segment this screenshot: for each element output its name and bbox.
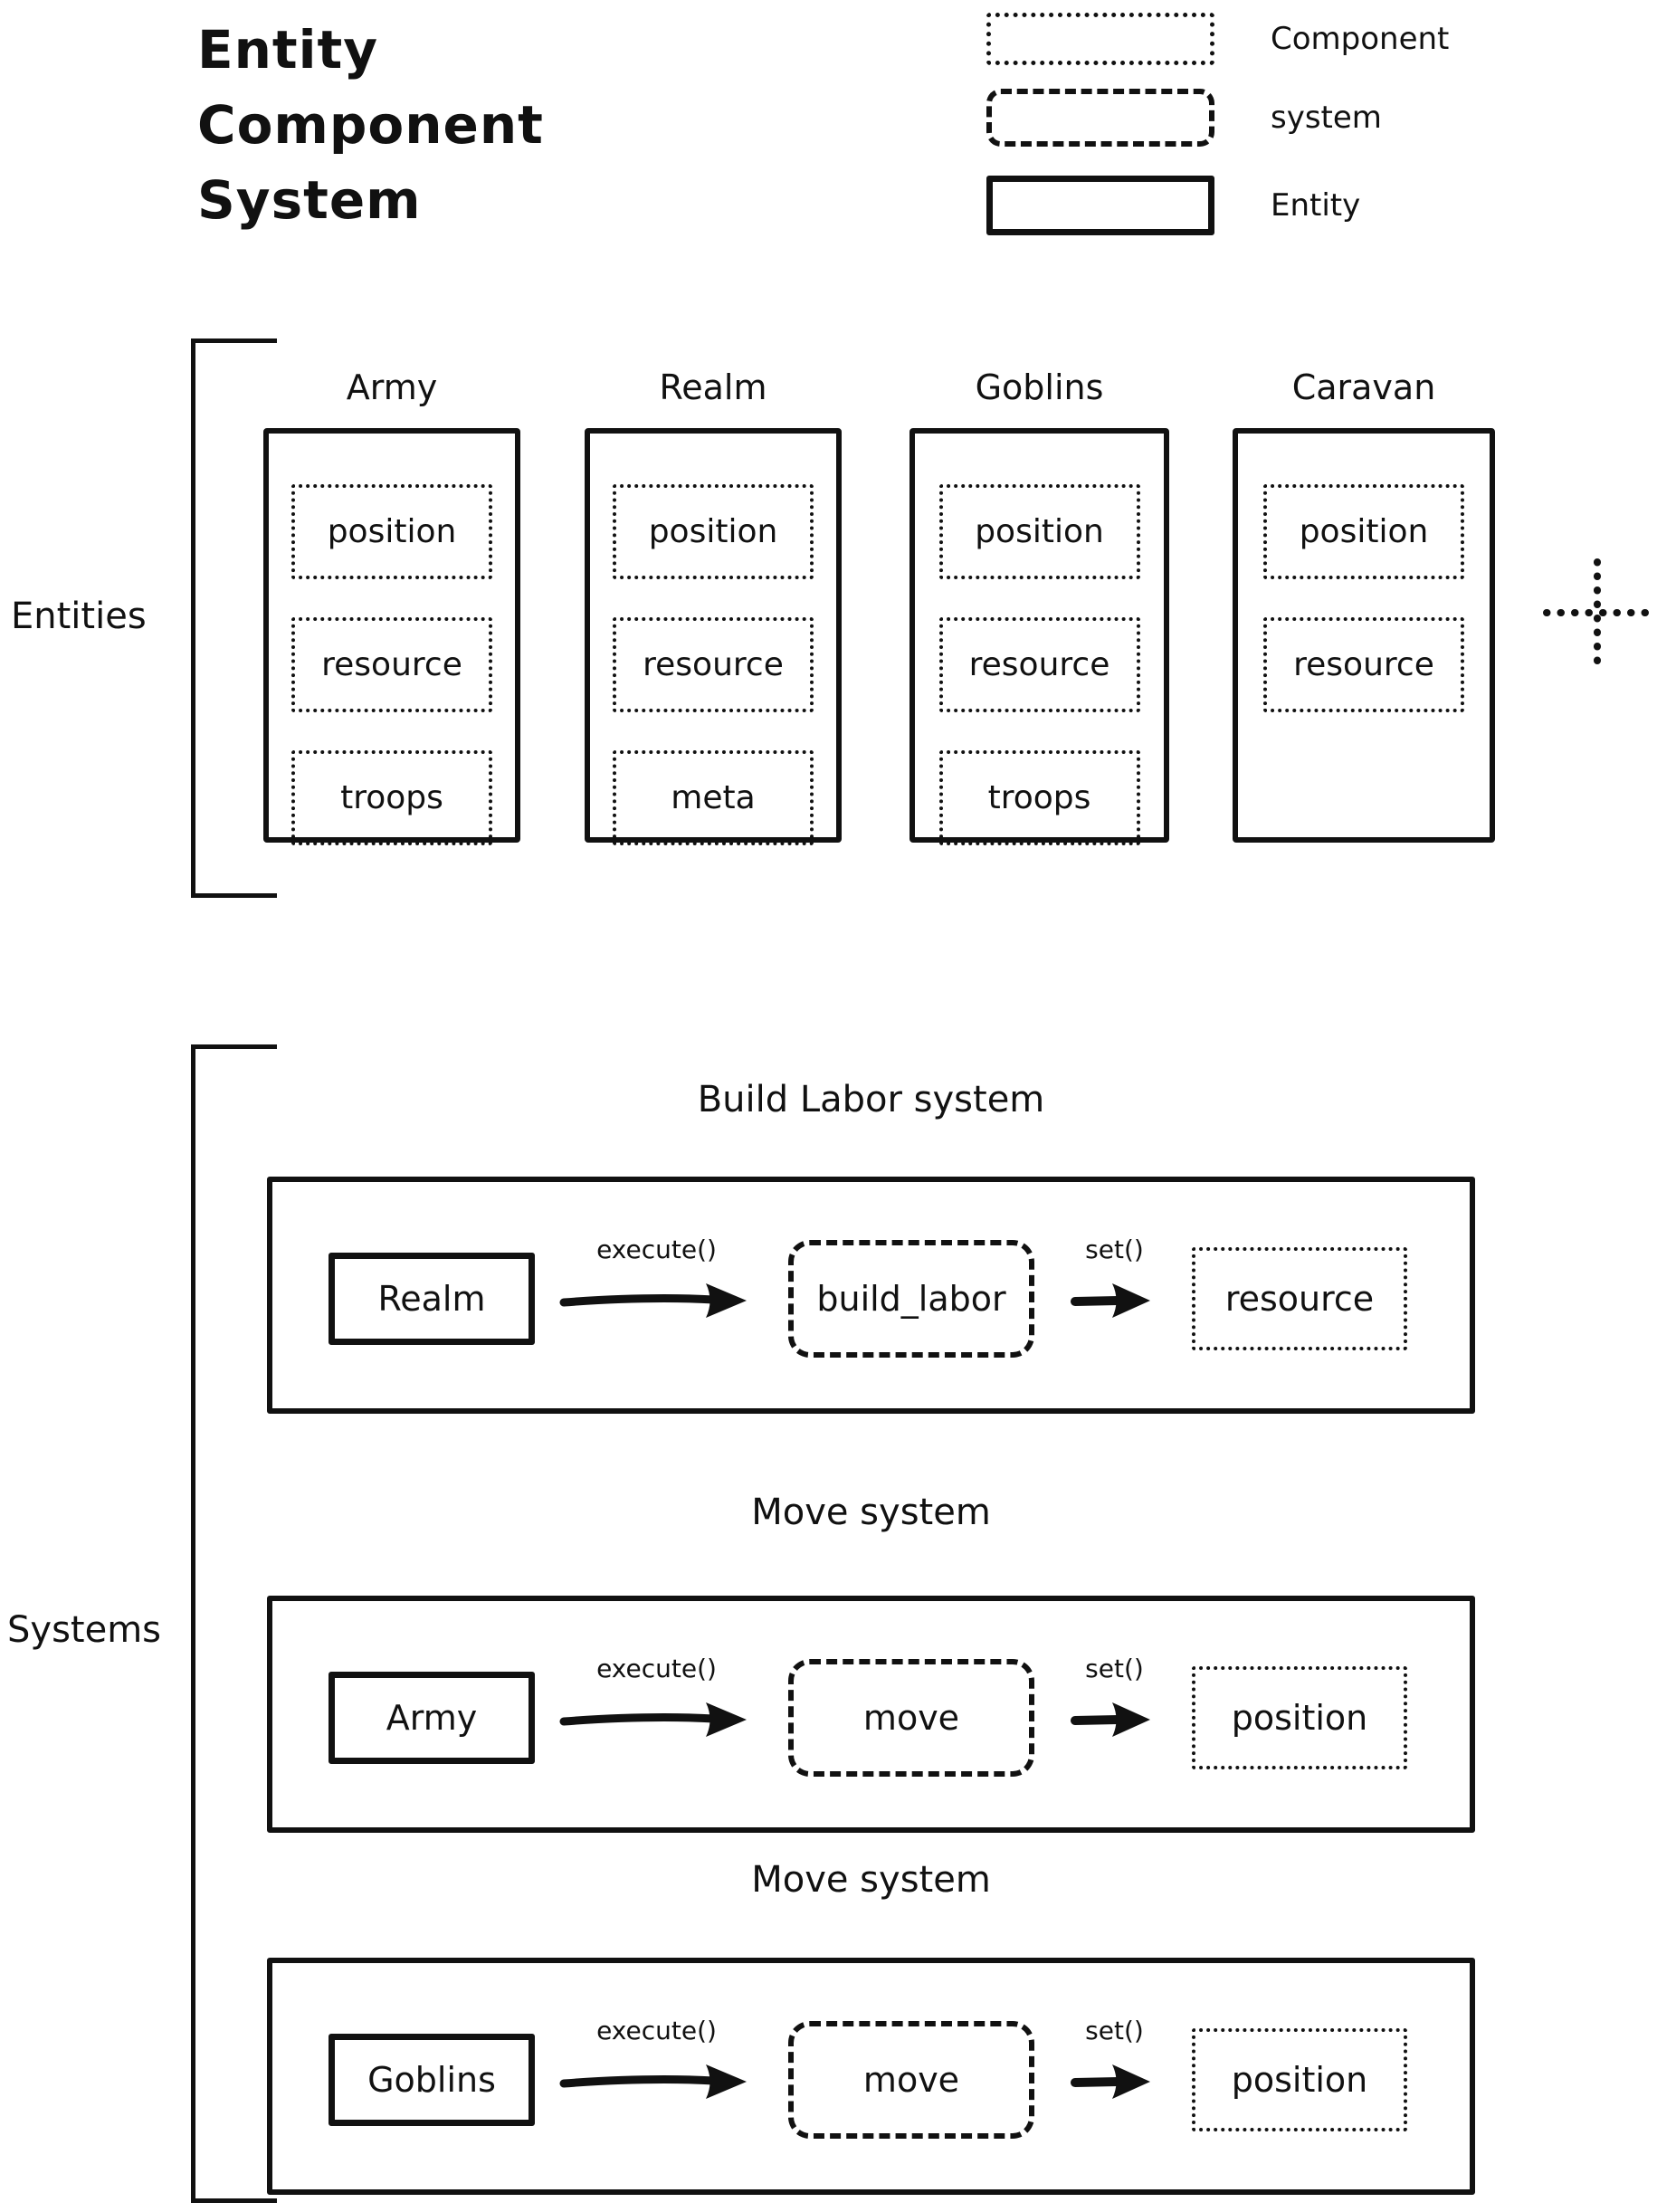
set-arrow-icon bbox=[1071, 2064, 1150, 2099]
entity-card-title-army: Army bbox=[346, 367, 438, 407]
component-box: resource bbox=[938, 617, 1140, 712]
page-title: Entity Component System bbox=[197, 13, 544, 238]
execute-call-label: execute() bbox=[596, 1654, 717, 1683]
set-call-label: set() bbox=[1085, 1654, 1144, 1683]
system-block-move-army: Army execute() move set() position bbox=[267, 1596, 1475, 1833]
set-call-label: set() bbox=[1085, 2016, 1144, 2045]
component-box: resource bbox=[291, 617, 492, 712]
component-box: position bbox=[291, 484, 492, 579]
entity-swatch-icon bbox=[986, 176, 1214, 235]
system-function-box: build_labor bbox=[788, 1240, 1034, 1358]
component-box: troops bbox=[291, 750, 492, 845]
plus-icon bbox=[1543, 558, 1652, 667]
system-function-box: move bbox=[788, 1659, 1034, 1777]
system-component-box: position bbox=[1192, 2028, 1407, 2131]
system-swatch-icon bbox=[986, 89, 1214, 147]
component-box: troops bbox=[938, 750, 1140, 845]
component-box: position bbox=[613, 484, 814, 579]
component-box: position bbox=[1263, 484, 1464, 579]
component-box: position bbox=[938, 484, 1140, 579]
system-entity-box: Goblins bbox=[329, 2034, 535, 2126]
system-title: Build Labor system bbox=[697, 1079, 1045, 1120]
component-box: resource bbox=[613, 617, 814, 712]
execute-arrow-icon bbox=[559, 1702, 747, 1737]
component-box: meta bbox=[613, 750, 814, 845]
set-arrow-icon bbox=[1071, 1702, 1150, 1737]
system-entity-box: Realm bbox=[329, 1253, 535, 1345]
legend-label-entity: Entity bbox=[1271, 187, 1361, 224]
legend-row-system: system bbox=[986, 89, 1382, 147]
system-entity-box: Army bbox=[329, 1672, 535, 1764]
legend-row-entity: Entity bbox=[986, 176, 1360, 235]
entity-card-title-realm: Realm bbox=[659, 367, 767, 407]
entity-card-title-caravan: Caravan bbox=[1291, 367, 1436, 407]
execute-arrow-icon bbox=[559, 1283, 747, 1318]
system-block-build-labor: Realm execute() build_labor set() resour… bbox=[267, 1177, 1475, 1414]
entity-card-realm: position resource meta bbox=[585, 428, 842, 845]
execute-call-label: execute() bbox=[596, 2016, 717, 2045]
entities-bracket bbox=[191, 338, 277, 898]
legend-row-component: Component bbox=[986, 13, 1449, 65]
systems-bracket bbox=[191, 1044, 277, 2203]
system-block-move-goblins: Goblins execute() move set() position bbox=[267, 1958, 1475, 2195]
entity-card-title-goblins: Goblins bbox=[975, 367, 1104, 407]
execute-call-label: execute() bbox=[596, 1235, 717, 1264]
page-title-line: Component bbox=[197, 94, 544, 156]
set-arrow-icon bbox=[1071, 1283, 1150, 1318]
component-swatch-icon bbox=[986, 13, 1214, 65]
system-component-box: resource bbox=[1192, 1247, 1407, 1350]
legend-label-system: system bbox=[1271, 100, 1382, 136]
system-function-box: move bbox=[788, 2021, 1034, 2139]
page-title-line: System bbox=[197, 169, 422, 231]
system-component-box: position bbox=[1192, 1666, 1407, 1769]
set-call-label: set() bbox=[1085, 1235, 1144, 1264]
entity-card-goblins: position resource troops bbox=[909, 428, 1169, 845]
entity-card-caravan: position resource bbox=[1233, 428, 1495, 843]
page-title-line: Entity bbox=[197, 19, 379, 81]
legend-label-component: Component bbox=[1271, 21, 1450, 57]
component-box: resource bbox=[1263, 617, 1464, 712]
system-title: Move system bbox=[751, 1492, 991, 1533]
entity-card-army: position resource troops bbox=[263, 428, 520, 845]
system-title: Move system bbox=[751, 1859, 991, 1901]
systems-section-label: Systems bbox=[7, 1609, 161, 1651]
execute-arrow-icon bbox=[559, 2064, 747, 2099]
entities-section-label: Entities bbox=[11, 596, 147, 637]
